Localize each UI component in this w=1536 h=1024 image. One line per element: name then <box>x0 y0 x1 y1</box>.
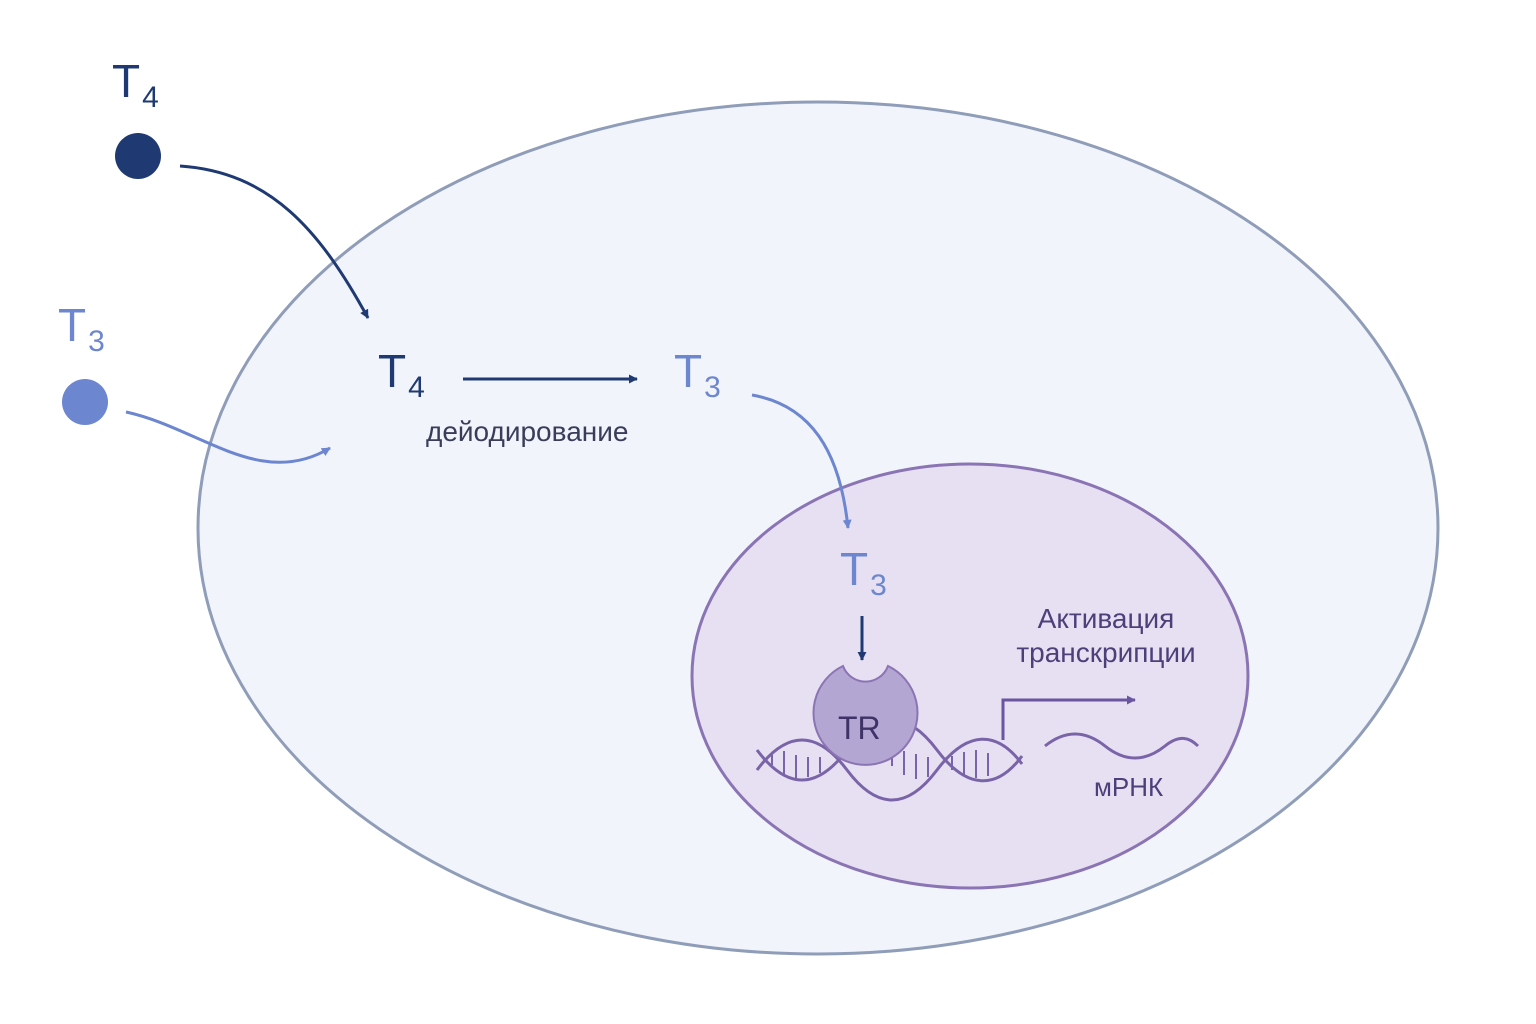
outer-t4-base: T <box>112 55 141 107</box>
cytoplasm-t3-sub: 3 <box>704 371 721 404</box>
receptor-label: TR <box>838 710 881 746</box>
t4-molecule <box>115 133 161 179</box>
cytoplasm-t3-base: T <box>674 345 703 397</box>
outer-t4-label: T4 <box>112 58 159 113</box>
mrna-strand-icon <box>1044 732 1200 760</box>
outer-t3-base: T <box>58 299 87 351</box>
activation-line-1: Активация <box>1037 603 1175 634</box>
dna-base-pairs <box>771 750 989 779</box>
nucleus-t3-base: T <box>840 543 869 595</box>
transcription-arrow <box>1001 695 1136 740</box>
mrna-label: мРНК <box>1094 772 1164 802</box>
t3-to-nucleus-arrow <box>751 393 852 529</box>
thyroid-receptor-icon <box>812 664 919 766</box>
nucleus-t3-sub: 3 <box>870 569 887 602</box>
outer-t3-sub: 3 <box>88 325 105 358</box>
t4-entry-arrow <box>179 164 370 319</box>
t3-molecule <box>62 379 108 425</box>
cell-nucleus <box>690 462 1250 890</box>
deiodination-label: дейодирование <box>426 416 629 447</box>
nucleus-t3-label: T3 <box>840 546 887 601</box>
cytoplasm-t4-sub: 4 <box>408 371 425 404</box>
cytoplasm-t4-base: T <box>378 345 407 397</box>
cytoplasm-t4-label: T4 <box>378 348 425 403</box>
cytoplasm-t3-label: T3 <box>674 348 721 403</box>
t3-entry-arrow <box>125 410 331 464</box>
outer-t3-label: T3 <box>58 302 105 357</box>
transcription-activation-label: Активация транскрипции <box>1000 602 1212 670</box>
activation-line-2: транскрипции <box>1016 637 1196 668</box>
outer-t4-sub: 4 <box>142 81 159 114</box>
